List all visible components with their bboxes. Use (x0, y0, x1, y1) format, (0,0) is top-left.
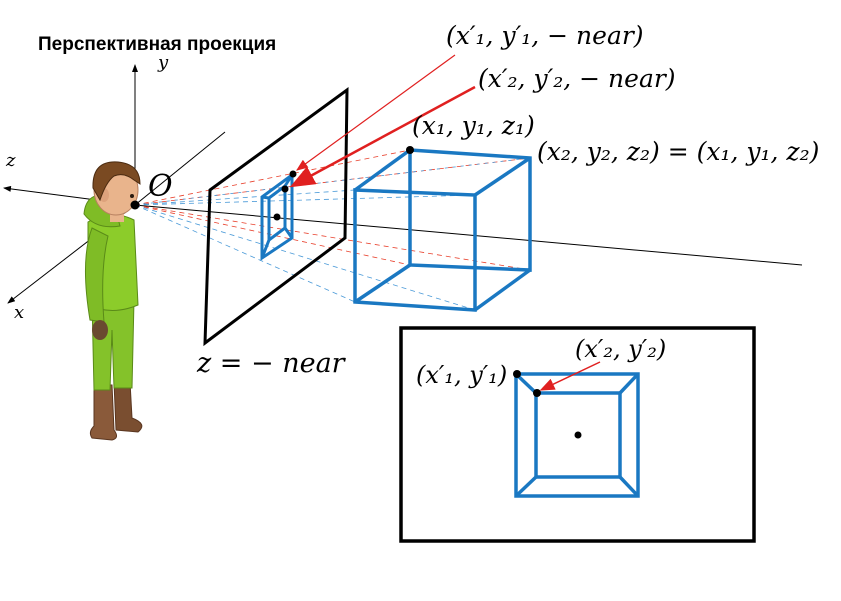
projected-edge-4 (260, 239, 271, 259)
label-p1: (x₁, y₁, z₁) (412, 111, 535, 140)
character-figure (83, 161, 143, 441)
label-p1-near: (x′₁, y′₁, − near) (446, 21, 644, 50)
screen-edge-br (618, 475, 640, 498)
screen-point-2 (533, 389, 541, 397)
ray-blue-5 (134, 157, 531, 206)
axes: y z x O (3, 52, 803, 323)
screen-edge-bl (514, 475, 538, 498)
view-axis (134, 204, 803, 266)
cube-edge-tl (353, 148, 412, 192)
cube-edge-tr (474, 156, 531, 197)
projected-edge-1 (261, 195, 270, 200)
label-p2-equation: (x₂, y₂, z₂) = (x₁, y₁, z₂) (537, 137, 819, 166)
hand (92, 320, 108, 340)
screen-edge-tr (618, 372, 640, 395)
right-boot (113, 381, 143, 433)
ray-blue-1 (134, 194, 476, 206)
screen-point-1 (513, 370, 521, 378)
projected-box (260, 172, 294, 261)
label-p2-near: (x′₂, y′₂, − near) (478, 64, 676, 93)
projected-edge-3 (283, 227, 294, 239)
ray-red-2 (134, 149, 411, 206)
ray-blue-2 (134, 189, 356, 206)
near-plane (203, 87, 349, 347)
screen-point-center (574, 431, 582, 439)
cube (353, 148, 532, 312)
ray-blue-4 (134, 204, 356, 303)
label-screen-p2: (x′₂, y′₂) (575, 335, 666, 363)
eye (130, 194, 134, 198)
arrow-p1-near (296, 54, 456, 171)
ray-red-4 (134, 204, 411, 266)
arrow-screen-p2 (539, 361, 601, 391)
arrow-p2-near (289, 85, 476, 188)
cube-point-1 (406, 146, 414, 154)
ray-red-3 (134, 204, 531, 271)
x-axis-back (134, 131, 226, 206)
origin-point (130, 200, 140, 210)
origin-label: O (148, 169, 173, 204)
label-near-plane: z = − near (196, 348, 347, 379)
projection-rays (134, 149, 531, 311)
cube-edge-bl (354, 263, 411, 304)
x-axis-label: x (14, 302, 24, 323)
near-point-2 (281, 185, 289, 193)
hair (92, 161, 141, 202)
diagram-title: Перспективная проекция (38, 34, 276, 55)
screen-box-inner (534, 391, 622, 479)
cube-edge-br (473, 268, 532, 312)
left-boot (89, 384, 118, 441)
projected-box-inner (267, 183, 287, 243)
z-axis-label: z (5, 150, 16, 171)
near-point-1 (289, 170, 297, 178)
screen-panel (399, 326, 756, 543)
screen-box-outer (514, 372, 640, 498)
label-screen-p1: (x′₁, y′₁) (416, 361, 507, 389)
near-point-center (273, 213, 281, 221)
y-axis-label: y (157, 52, 169, 73)
